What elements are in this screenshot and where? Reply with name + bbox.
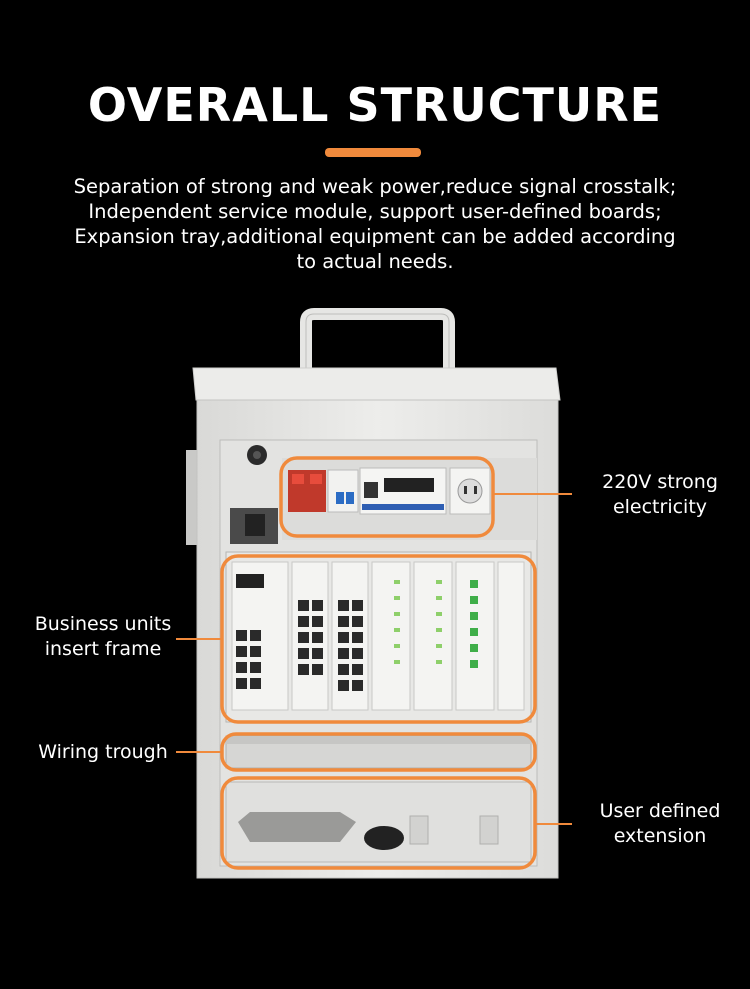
ethernet-ports [236,580,478,691]
ethernet-port-icon [312,600,323,611]
wiring-trough [225,735,532,769]
ethernet-port-icon [338,648,349,659]
ethernet-port-icon [236,630,247,641]
indicator-led-icon [436,660,442,664]
ethernet-port-icon [236,646,247,657]
ethernet-port-icon [298,648,309,659]
ethernet-port-icon [298,600,309,611]
ethernet-port-icon [298,616,309,627]
indicator-led-icon [470,644,478,652]
business-units-frame [225,551,532,723]
ethernet-port-icon [352,600,363,611]
extension-tray [225,781,532,863]
ethernet-port-icon [250,630,261,641]
indicator-led-icon [394,580,400,584]
ethernet-port-icon [352,632,363,643]
indicator-led-icon [470,628,478,636]
ethernet-port-icon [236,678,247,689]
ethernet-port-icon [312,648,323,659]
indicator-led-icon [436,596,442,600]
ethernet-port-icon [338,632,349,643]
ethernet-port-icon [338,616,349,627]
description-line: Separation of strong and weak power,redu… [73,175,677,198]
ethernet-port-icon [338,680,349,691]
ethernet-port-icon [298,664,309,675]
ethernet-port-icon [338,600,349,611]
indicator-led-icon [394,628,400,632]
ethernet-port-icon [312,664,323,675]
indicator-led-icon [436,580,442,584]
description: Separation of strong and weak power,redu… [55,174,695,274]
ethernet-port-icon [312,632,323,643]
label-strong-electricity: 220V strong electricity [602,471,718,518]
indicator-led-icon [394,596,400,600]
label-user-extension: User defined extension [599,800,721,847]
highlight-power [279,456,495,538]
ethernet-port-icon [352,648,363,659]
indicator-led-icon [436,628,442,632]
ethernet-port-icon [250,662,261,673]
indicator-led-icon [470,580,478,588]
label-business-units: Business units insert frame [34,613,172,660]
ethernet-port-icon [352,680,363,691]
ethernet-port-icon [352,664,363,675]
indicator-led-icon [470,660,478,668]
power-module [282,458,537,540]
ethernet-port-icon [352,616,363,627]
indicator-led-icon [394,612,400,616]
description-line: to actual needs. [296,250,454,273]
label-wiring-trough: Wiring trough [38,741,168,763]
cabinet-roof [192,367,561,401]
cabinet-handle [300,308,455,368]
indicator-led-icon [470,612,478,620]
ethernet-port-icon [250,678,261,689]
indicator-led-icon [470,596,478,604]
ethernet-port-icon [250,646,261,657]
ethernet-port-icon [236,662,247,673]
indicator-led-icon [394,644,400,648]
ethernet-port-icon [312,616,323,627]
indicator-led-icon [436,644,442,648]
title-underline [325,148,421,157]
description-line: Independent service module, support user… [88,200,662,223]
ethernet-port-icon [298,632,309,643]
indicator-led-icon [436,612,442,616]
ethernet-port-icon [338,664,349,675]
page-title: OVERALL STRUCTURE [87,78,663,132]
indicator-led-icon [394,660,400,664]
description-line: Expansion tray,additional equipment can … [74,225,676,248]
